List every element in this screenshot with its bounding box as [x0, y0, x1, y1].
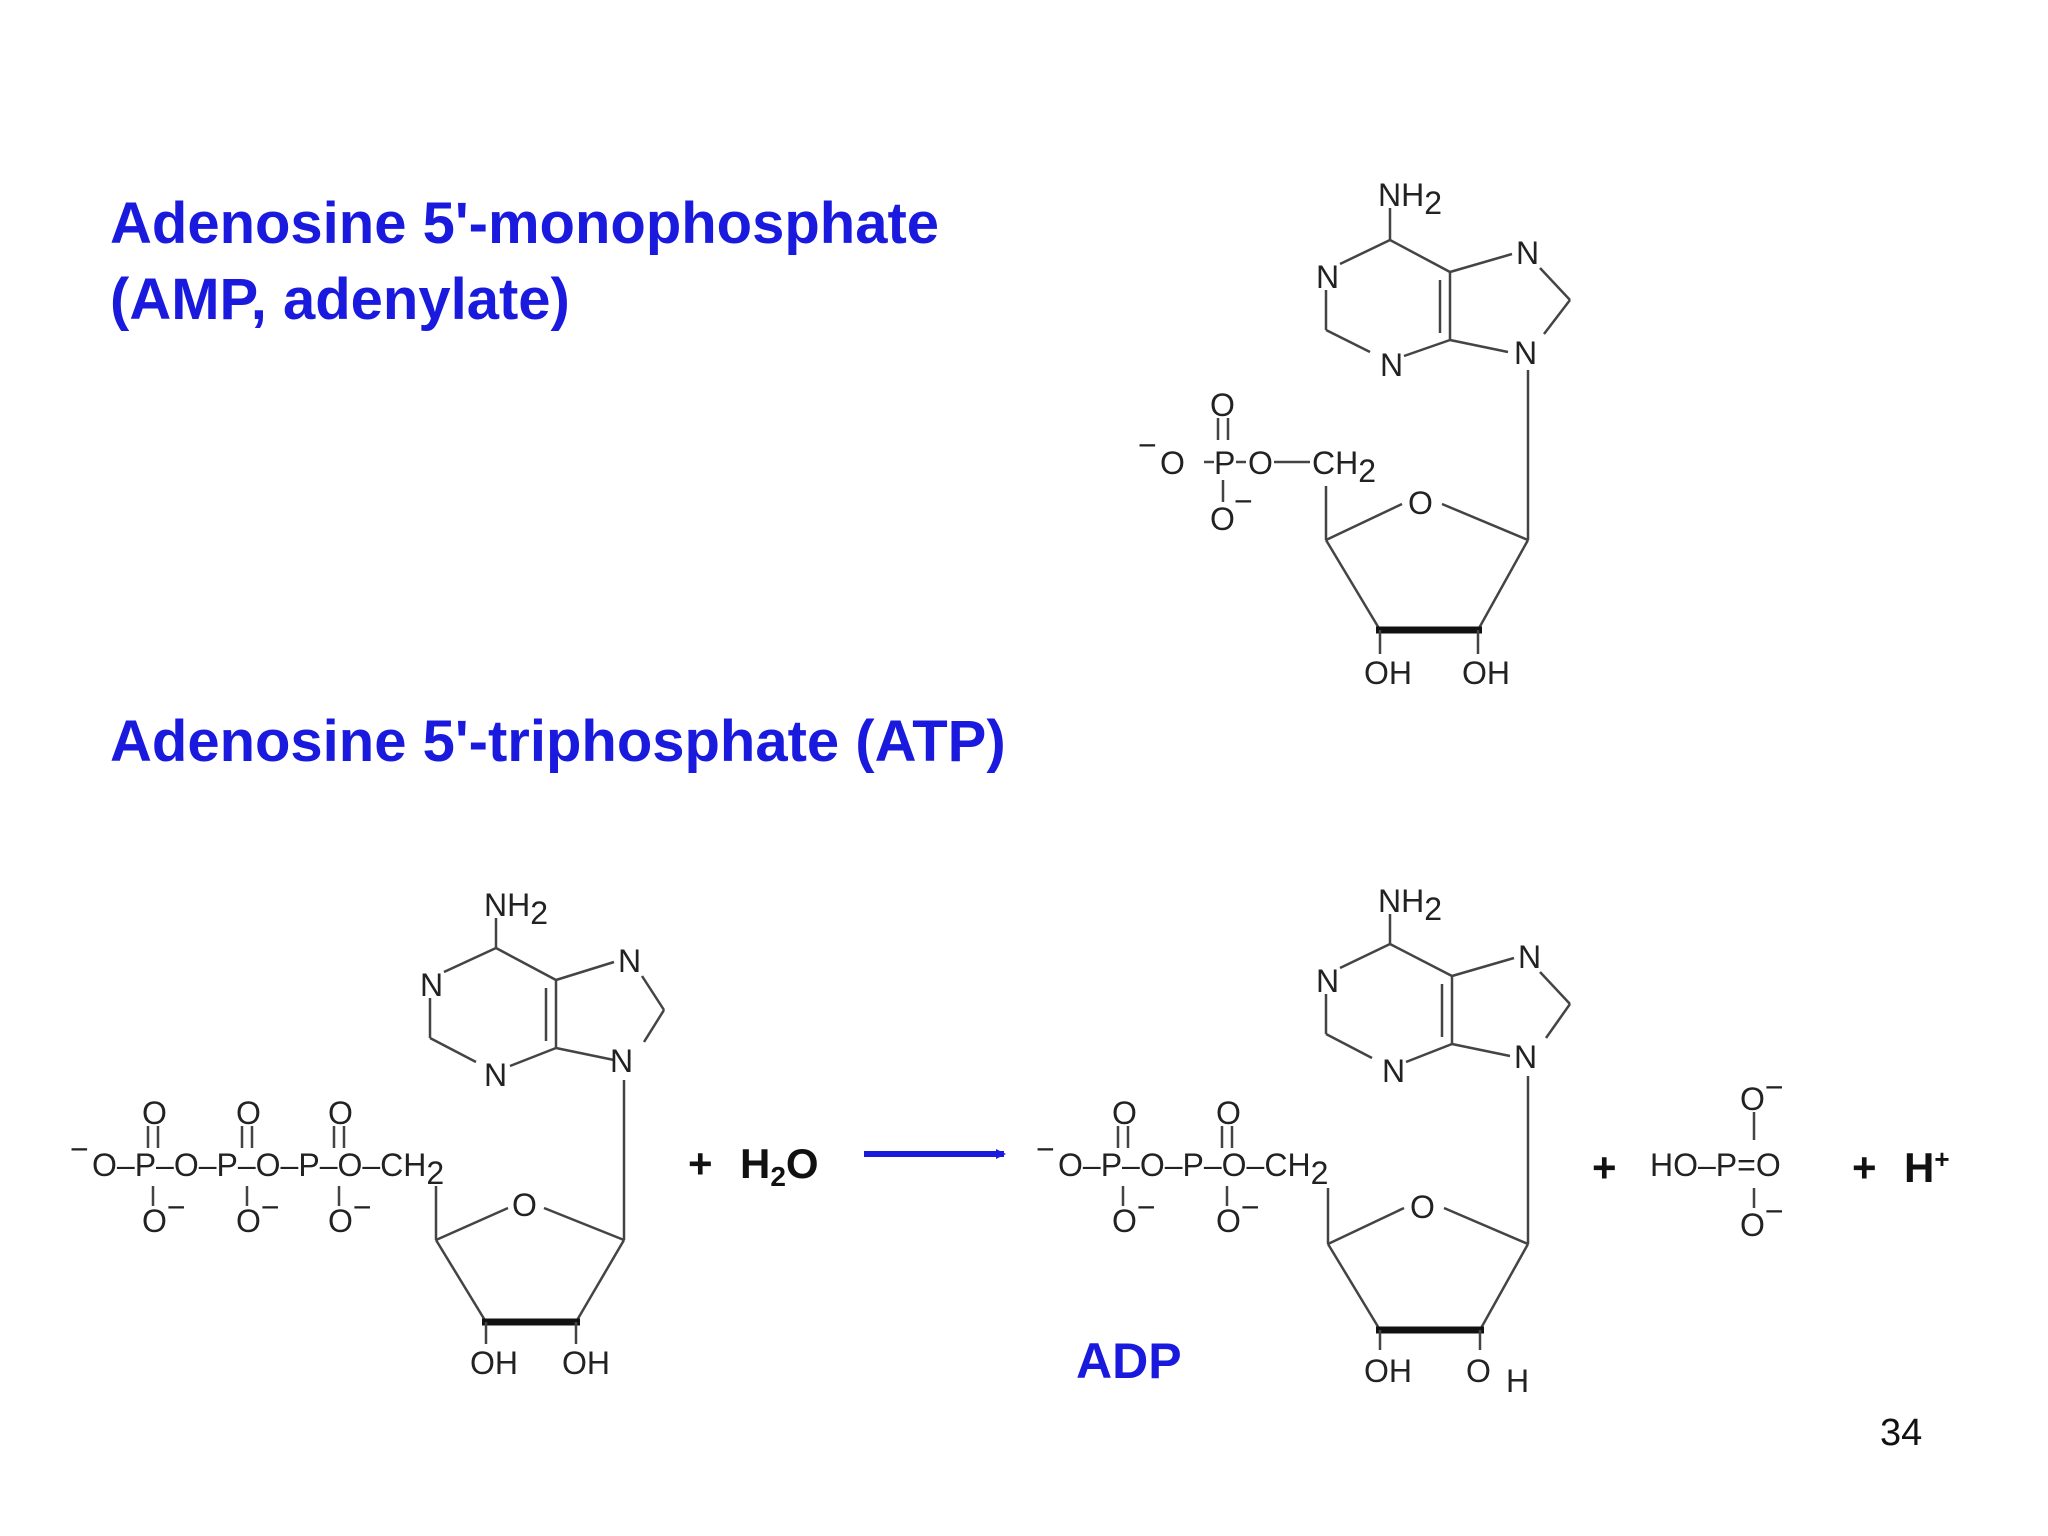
atp-nh2-label: NH2: [484, 887, 548, 931]
adp-n1-label: N: [1316, 963, 1339, 999]
amp-n3-label: N: [1380, 347, 1403, 383]
phosphate-molecule: O− HO–P=O O−: [1650, 1069, 1784, 1243]
water-h: H: [740, 1140, 771, 1187]
amp-n1-label: N: [1316, 259, 1339, 295]
amp-o-bridge-label: O: [1248, 445, 1273, 481]
adp-oxo-2: O: [1216, 1095, 1241, 1131]
atp-phosphate-chain: O–P–O–P–O–P–O–CH2: [92, 1147, 444, 1191]
amp-minus-2: −: [1234, 483, 1253, 519]
proton-superscript: +: [1934, 1144, 1950, 1174]
adp-ring-o-label: O: [1410, 1189, 1435, 1225]
atp-n7-label: N: [618, 943, 641, 979]
plus-water-sign: +: [688, 1140, 713, 1187]
atp-title: Adenosine 5'-triphosphate (ATP): [110, 709, 1006, 774]
plus-phosphate-sign: +: [1592, 1144, 1617, 1191]
adp-o-3-label: O: [1466, 1353, 1491, 1389]
atp-oxo-2: O: [236, 1095, 261, 1131]
amp-o-left-label: O: [1160, 445, 1185, 481]
proton-h: H: [1904, 1144, 1935, 1191]
adp-nh2-label: NH2: [1378, 883, 1442, 927]
phosphate-o-bottom: O−: [1740, 1193, 1784, 1243]
amp-minus-1: −: [1138, 427, 1157, 463]
amp-o-bottom-label: O: [1210, 501, 1235, 537]
adp-phosphate-chain: O–P–O–P–O–CH2: [1058, 1147, 1328, 1191]
amp-p-oxo-label: O: [1210, 387, 1235, 423]
amp-oh-3-label: OH: [1462, 655, 1510, 691]
amp-nh2-label: NH2: [1378, 177, 1442, 221]
water-subscript: 2: [770, 1161, 786, 1192]
amp-n9-label: N: [1514, 335, 1537, 371]
water-formula: H2O: [740, 1140, 819, 1193]
atp-oh-2-label: OH: [470, 1345, 518, 1381]
amp-ring-o-label: O: [1408, 485, 1433, 521]
adp-o-minus-2: O−: [1216, 1189, 1260, 1239]
page-number: 34: [1880, 1412, 1923, 1454]
amp-title-line2: (AMP, adenylate): [110, 267, 570, 332]
atp-o-minus-2: O−: [236, 1189, 280, 1239]
amp-ch2-label: CH2: [1312, 445, 1376, 489]
atp-oh-3-label: OH: [562, 1345, 610, 1381]
atp-n9-label: N: [610, 1043, 633, 1079]
atp-oxo-1: O: [142, 1095, 167, 1131]
amp-p-label: P: [1214, 445, 1235, 481]
adp-oh-2-label: OH: [1364, 1353, 1412, 1389]
adp-molecule: NH2 N N N N O − O–P–O–P–O–CH2 O O O− O− …: [1036, 883, 1572, 1399]
amp-oh-2-label: OH: [1364, 655, 1412, 691]
atp-oxo-3: O: [328, 1095, 353, 1131]
atp-molecule: NH2 N N N N O − O–P–O–P–O–P–O–CH2 O O O …: [70, 887, 666, 1381]
plus-proton-sign: +: [1852, 1144, 1877, 1191]
adp-label: ADP: [1076, 1333, 1182, 1389]
proton-formula: H+: [1904, 1144, 1950, 1192]
atp-n1-label: N: [420, 967, 443, 1003]
phosphate-ho-p-o: HO–P=O: [1650, 1147, 1781, 1183]
adp-minus-terminal: −: [1036, 1131, 1055, 1167]
water-o: O: [785, 1140, 819, 1187]
adp-oxo-1: O: [1112, 1095, 1137, 1131]
adp-h-3-label: H: [1506, 1363, 1529, 1399]
atp-o-minus-3: O−: [328, 1189, 372, 1239]
adp-o-minus-1: O−: [1112, 1189, 1156, 1239]
atp-o-minus-1: O−: [142, 1189, 186, 1239]
amp-title-line1: Adenosine 5'-monophosphate: [110, 191, 940, 256]
atp-minus-terminal: −: [70, 1131, 89, 1167]
amp-n7-label: N: [1516, 235, 1539, 271]
adp-n9-label: N: [1514, 1039, 1537, 1075]
atp-ring-o-label: O: [512, 1187, 537, 1223]
phosphate-o-top: O−: [1740, 1069, 1784, 1117]
adp-n3-label: N: [1382, 1053, 1405, 1089]
amp-molecule: NH2 N N N N O O − O P O CH2 O − OH OH: [1138, 177, 1571, 691]
atp-n3-label: N: [484, 1057, 507, 1093]
adp-n7-label: N: [1518, 939, 1541, 975]
